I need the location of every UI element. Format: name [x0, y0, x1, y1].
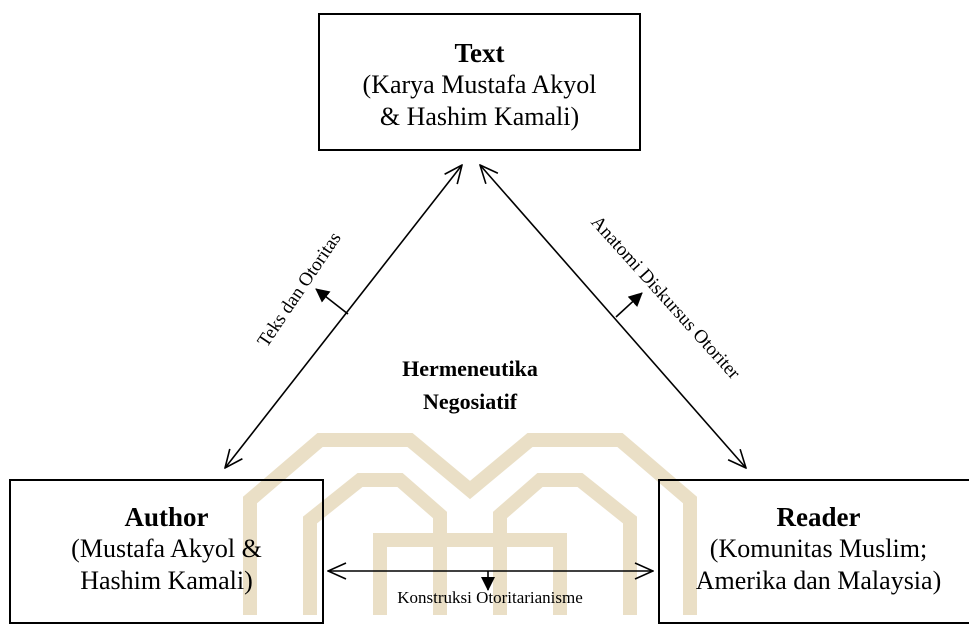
text-node-title: Text — [454, 38, 505, 68]
pointer-left — [315, 288, 349, 315]
author-node: Author (Mustafa Akyol & Hashim Kamali) — [9, 479, 324, 624]
reader-node-title: Reader — [776, 502, 861, 532]
reader-node-line2: Amerika dan Malaysia) — [695, 566, 942, 595]
center-label-line2: Negosiatif — [422, 389, 518, 414]
reader-node-line1: (Komunitas Muslim; — [709, 534, 928, 563]
edge-text-reader — [480, 165, 746, 468]
text-node: Text (Karya Mustafa Akyol & Hashim Kamal… — [318, 13, 641, 151]
author-node-title: Author — [124, 502, 209, 532]
text-node-line2: & Hashim Kamali) — [379, 102, 580, 131]
author-node-line2: Hashim Kamali) — [80, 566, 253, 595]
text-node-line1: (Karya Mustafa Akyol — [362, 70, 597, 99]
edge-label-bottom: Konstruksi Otoritarianisme — [397, 588, 583, 607]
author-node-line1: (Mustafa Akyol & — [71, 534, 262, 563]
center-label: Hermeneutika Negosiatif — [330, 352, 610, 418]
edge-author-text — [225, 165, 462, 468]
reader-node: Reader (Komunitas Muslim; Amerika dan Ma… — [658, 479, 969, 624]
pointer-right — [615, 292, 643, 318]
center-label-line1: Hermeneutika — [402, 356, 538, 381]
